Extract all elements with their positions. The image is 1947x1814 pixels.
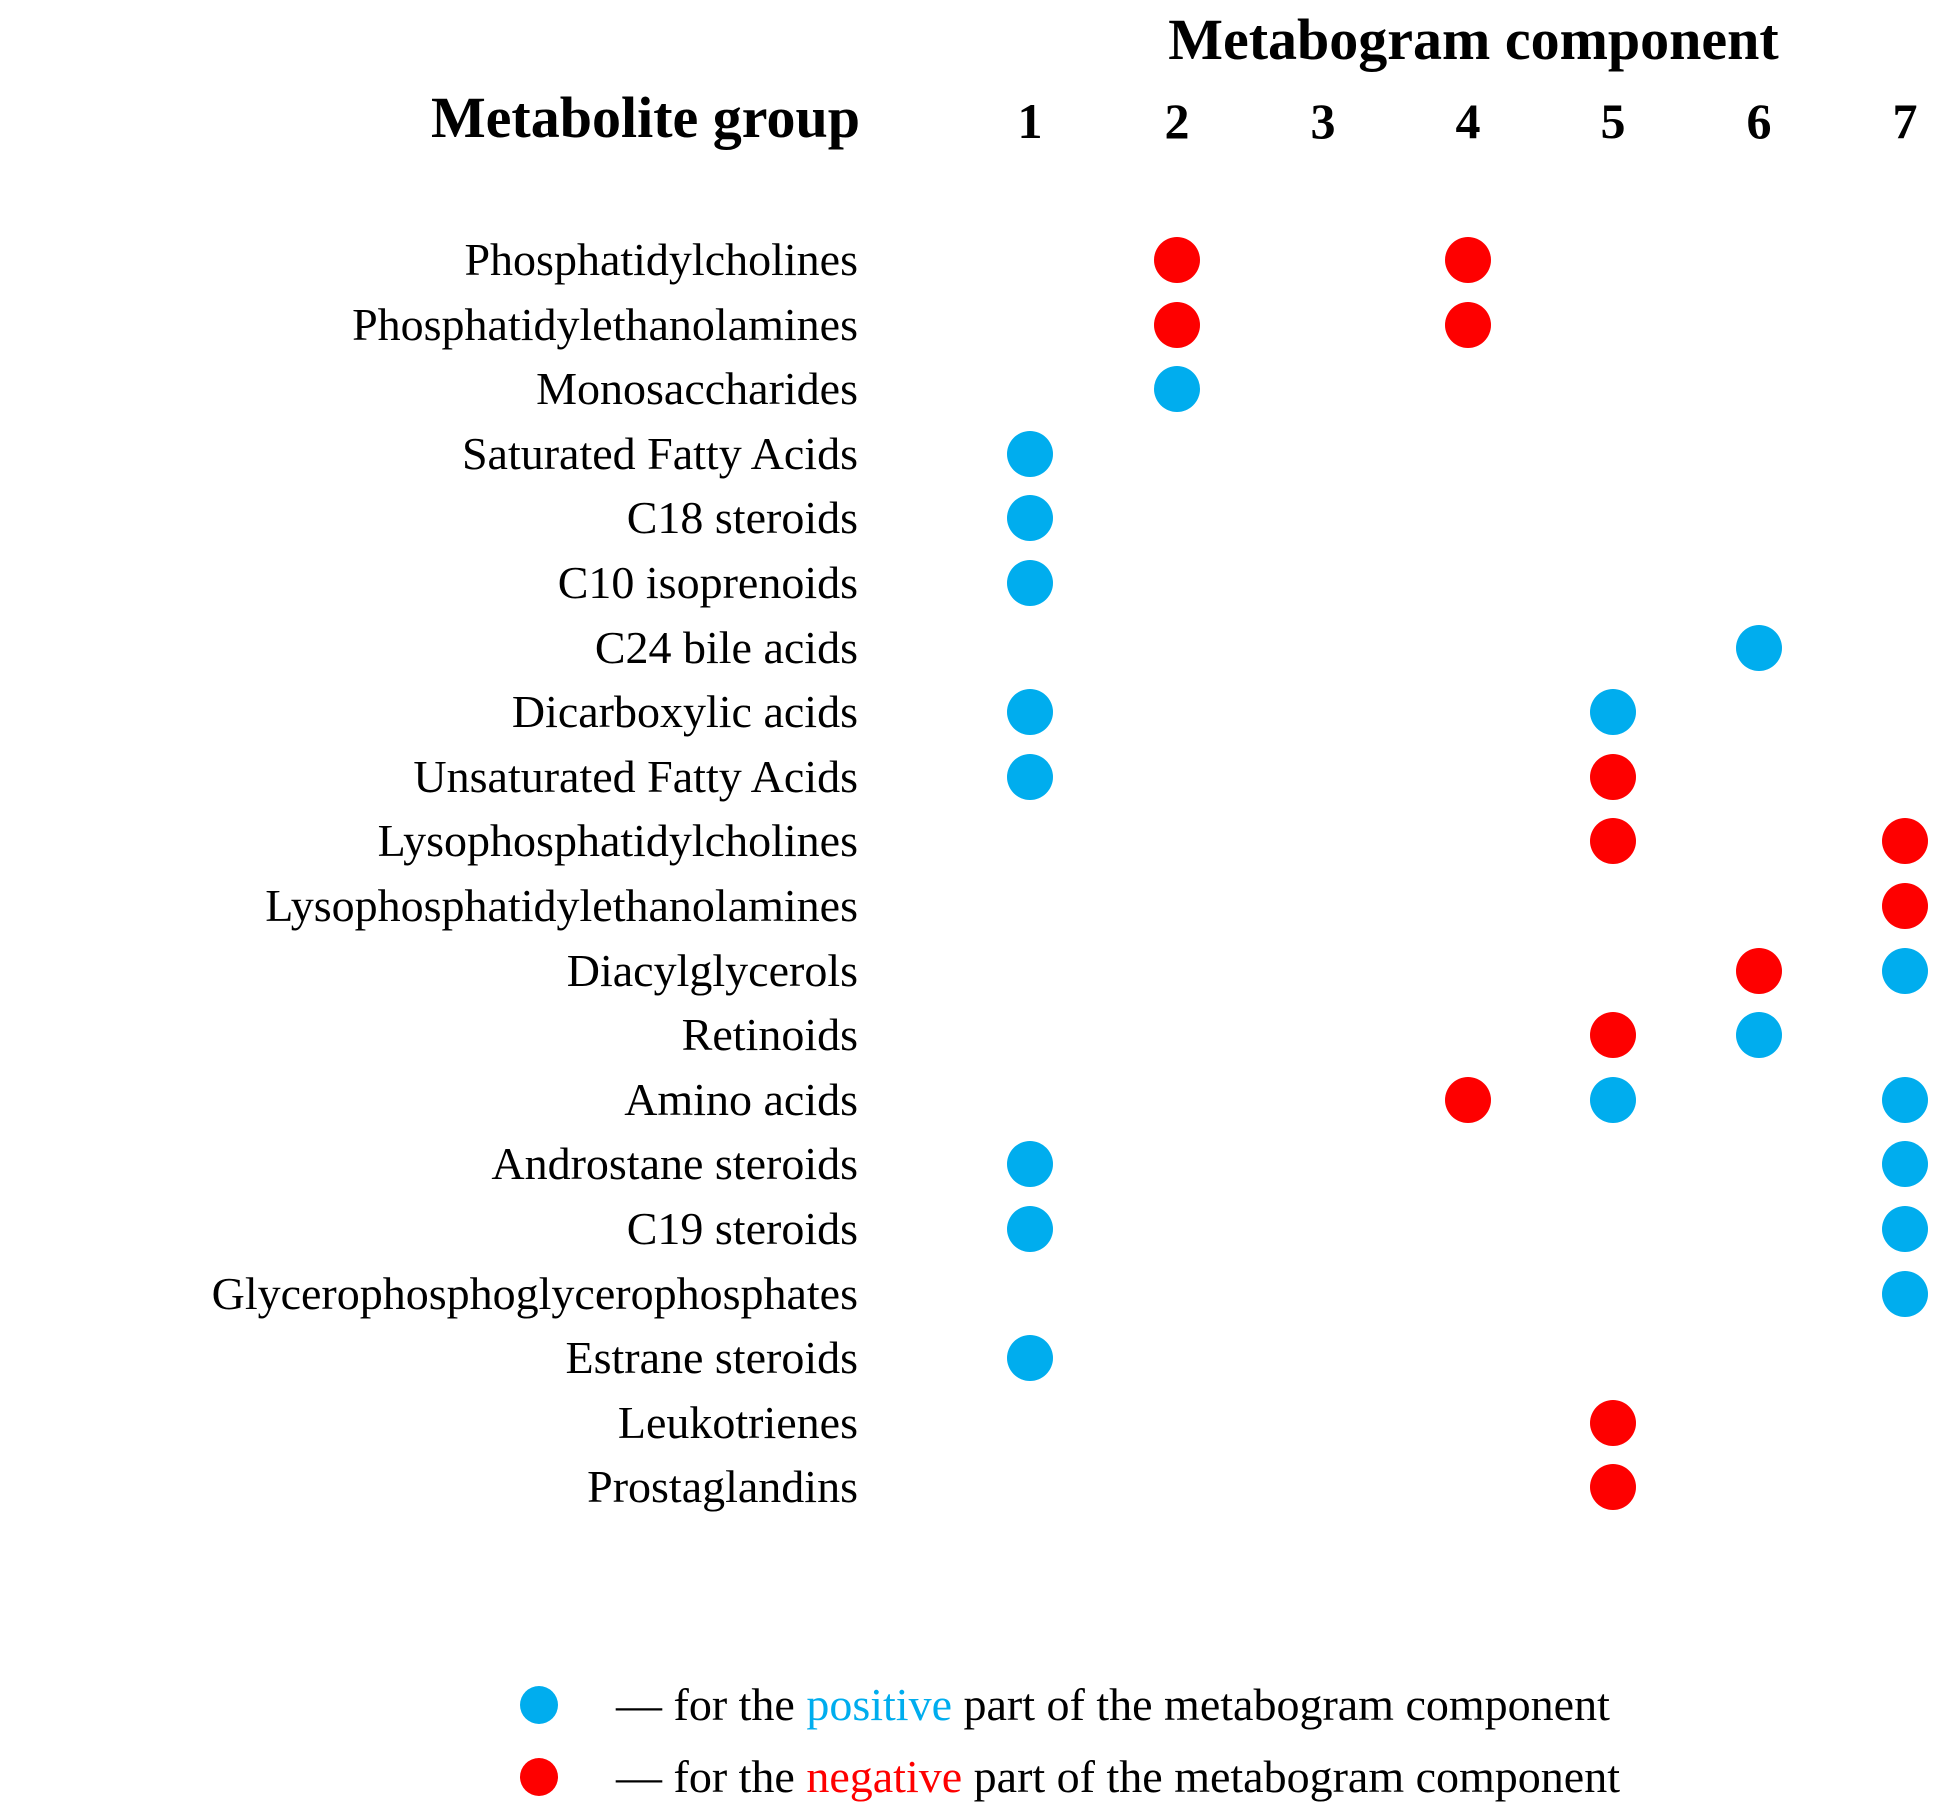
row-label: Unsaturated Fatty Acids (413, 750, 858, 802)
dot-positive-icon (1590, 689, 1636, 736)
dot-negative-icon (1590, 1399, 1636, 1446)
legend-text: — for the positive part of the metabogra… (616, 1682, 1610, 1728)
dot-positive-icon (1007, 430, 1053, 477)
dot-positive-icon (1007, 689, 1053, 736)
dot-negative-icon (1882, 883, 1928, 929)
legend-keyword-positive: positive (806, 1679, 953, 1730)
row-label: C18 steroids (626, 492, 858, 544)
column-header-7: 7 (1892, 93, 1918, 149)
row-label: Dicarboxylic acids (511, 686, 858, 738)
dot-negative-icon (1445, 1076, 1491, 1123)
dot-positive-icon (1007, 1335, 1053, 1382)
row-label: C19 steroids (626, 1203, 858, 1254)
dot-negative-icon (1154, 237, 1200, 283)
legend-dash-prefix: — for the (616, 1751, 807, 1802)
row-label: Lysophosphatidylethanolamines (265, 880, 858, 931)
dot-positive-icon (1590, 1076, 1636, 1123)
row-label: Estrane steroids (565, 1332, 858, 1384)
dot-positive-icon (1007, 1141, 1053, 1188)
dot-positive-icon (1007, 1206, 1053, 1252)
legend-dash-prefix: — for the (616, 1679, 807, 1730)
row-label: Retinoids (681, 1009, 858, 1061)
dot-negative-icon (1154, 301, 1200, 348)
dot-positive-icon (1736, 1012, 1782, 1059)
column-header-3: 3 (1310, 93, 1336, 149)
legend-item-negative: — for the negative part of the metabogra… (520, 1747, 1620, 1807)
row-label: Phosphatidylethanolamines (352, 298, 858, 350)
row-label: C24 bile acids (594, 621, 858, 673)
row-label: Lysophosphatidylcholines (377, 815, 858, 867)
dot-positive-icon (1154, 366, 1200, 413)
legend-text: — for the negative part of the metabogra… (616, 1754, 1620, 1800)
column-header-5: 5 (1600, 93, 1626, 149)
row-label: Amino acids (624, 1073, 858, 1125)
row-label: Diacylglycerols (566, 944, 858, 996)
row-label: Phosphatidylcholines (464, 234, 858, 285)
dot-positive-icon (1882, 1270, 1928, 1317)
column-header-6: 6 (1746, 93, 1772, 149)
dot-negative-icon (1590, 1012, 1636, 1059)
legend-tail: part of the metabogram component (952, 1679, 1610, 1730)
dot-negative-icon (1590, 753, 1636, 800)
dot-positive-icon (1007, 560, 1053, 606)
legend-dot-negative-icon (520, 1758, 558, 1796)
column-header-2: 2 (1164, 93, 1190, 149)
legend-tail: part of the metabogram component (962, 1751, 1620, 1802)
row-label: Glycerophosphoglycerophosphates (211, 1267, 858, 1319)
dot-negative-icon (1590, 1464, 1636, 1511)
row-label: Androstane steroids (491, 1138, 858, 1190)
legend-dot-positive-icon (520, 1686, 558, 1724)
metabogram-component-title: Metabogram component (1168, 7, 1779, 72)
row-label: Saturated Fatty Acids (461, 427, 858, 479)
dot-positive-icon (1882, 1141, 1928, 1188)
dot-negative-icon (1445, 237, 1491, 283)
column-header-1: 1 (1017, 93, 1043, 149)
dot-negative-icon (1445, 301, 1491, 348)
metabolite-group-title: Metabolite group (430, 85, 860, 150)
dot-positive-icon (1882, 1206, 1928, 1252)
dot-positive-icon (1882, 1076, 1928, 1123)
legend-item-positive: — for the positive part of the metabogra… (520, 1675, 1610, 1735)
legend-keyword-negative: negative (806, 1751, 963, 1802)
row-label: C10 isoprenoids (557, 557, 858, 608)
row-label: Monosaccharides (536, 363, 858, 415)
dot-positive-icon (1882, 947, 1928, 994)
dot-positive-icon (1007, 495, 1053, 542)
dot-negative-icon (1882, 818, 1928, 865)
column-header-4: 4 (1455, 93, 1481, 149)
dot-negative-icon (1590, 818, 1636, 865)
dot-positive-icon (1007, 753, 1053, 800)
dot-negative-icon (1736, 947, 1782, 994)
row-label: Prostaglandins (587, 1461, 858, 1513)
dot-positive-icon (1736, 624, 1782, 671)
row-label: Leukotrienes (617, 1396, 858, 1448)
